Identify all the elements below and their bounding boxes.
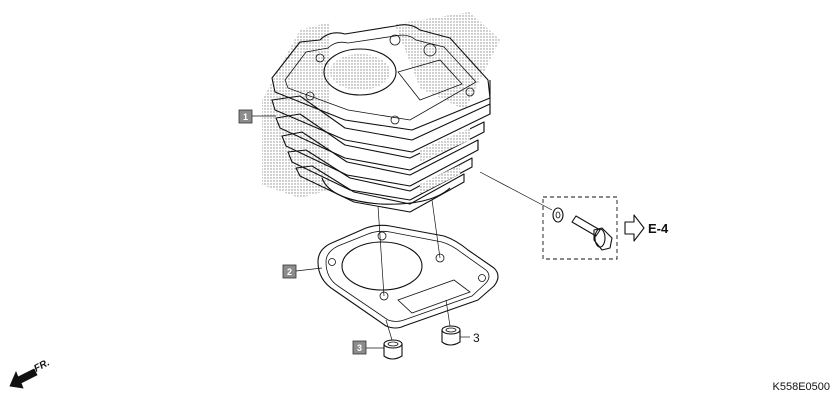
diagram-code: K558E0500: [773, 381, 831, 393]
cylinder-block: [262, 12, 500, 213]
front-label: FR.: [32, 357, 51, 374]
gasket-inner-edge: [325, 230, 490, 322]
stud-hole: [423, 43, 437, 57]
cylinder-bore-shade: [330, 54, 390, 90]
reference-label: E-4: [648, 221, 669, 236]
callout-3-boxed: 3: [352, 340, 384, 355]
front-arrow-icon: [9, 368, 38, 389]
dowel-body: [383, 344, 403, 360]
fin-shade: [420, 165, 460, 194]
dowel-body: [441, 330, 461, 346]
alignment-lines: [377, 199, 451, 341]
gasket-dowel-hole: [328, 258, 336, 266]
dowel-pin-left: [383, 339, 403, 360]
cooling-fin: [287, 149, 473, 201]
front-direction-indicator: FR.: [9, 357, 52, 389]
callout-number: 1: [243, 112, 248, 122]
dowel-hole: [387, 341, 399, 347]
bolt-head: [593, 227, 613, 251]
fin-shade: [420, 128, 470, 162]
cylinder-right-edge: [477, 80, 491, 150]
gasket-chain-slot: [397, 279, 471, 314]
cylinder-deck-inner: [284, 34, 477, 121]
gasket-bore: [341, 241, 423, 291]
callout-2: 2: [282, 264, 323, 279]
cylinder-spigot: [321, 177, 451, 205]
stud-hole: [315, 53, 325, 63]
dowel-top: [441, 325, 461, 335]
alignment-line: [445, 299, 451, 327]
callout-number: 3: [357, 343, 362, 353]
dowel-top: [383, 339, 403, 349]
gasket-dowel-hole: [435, 253, 445, 263]
alignment-line: [431, 199, 441, 259]
callout-box: [352, 340, 367, 355]
stud-hole: [390, 115, 400, 125]
dowel-hole: [445, 327, 457, 333]
callout-box: [282, 264, 297, 279]
callout-1: 1: [238, 109, 276, 124]
stud-hole: [305, 91, 315, 101]
alignment-line: [377, 205, 385, 297]
bolt-leader-line: [479, 171, 553, 211]
cam-chain-tunnel: [397, 59, 463, 101]
bolt-reference-group: E-4: [479, 171, 669, 260]
dashed-reference-box: [542, 196, 618, 260]
gasket-dowel-hole: [377, 231, 387, 241]
reference-arrow-icon: [624, 214, 645, 242]
stud-hole: [465, 87, 475, 97]
cylinder-top-deck: [271, 24, 491, 131]
gasket-outline: [317, 224, 499, 329]
cylinder-shade-top: [395, 12, 500, 110]
washer-hole: [555, 211, 561, 219]
stud-hole: [389, 34, 401, 46]
cylinder-base-gasket: [317, 224, 499, 329]
callout-box: [238, 109, 253, 124]
bolt-shaft: [571, 215, 601, 237]
dowel-pin-right: [441, 325, 461, 346]
callout-number: 3: [473, 331, 480, 345]
alignment-line: [385, 319, 393, 341]
bolt-flange: [594, 228, 606, 248]
gasket-dowel-hole: [478, 274, 486, 282]
callout-3-plain: 3: [460, 331, 480, 345]
callout-number: 2: [287, 267, 292, 277]
cylinder-bore: [323, 48, 397, 96]
callout-leader: [295, 267, 323, 272]
cooling-fin: [295, 165, 465, 213]
washer: [552, 207, 564, 223]
